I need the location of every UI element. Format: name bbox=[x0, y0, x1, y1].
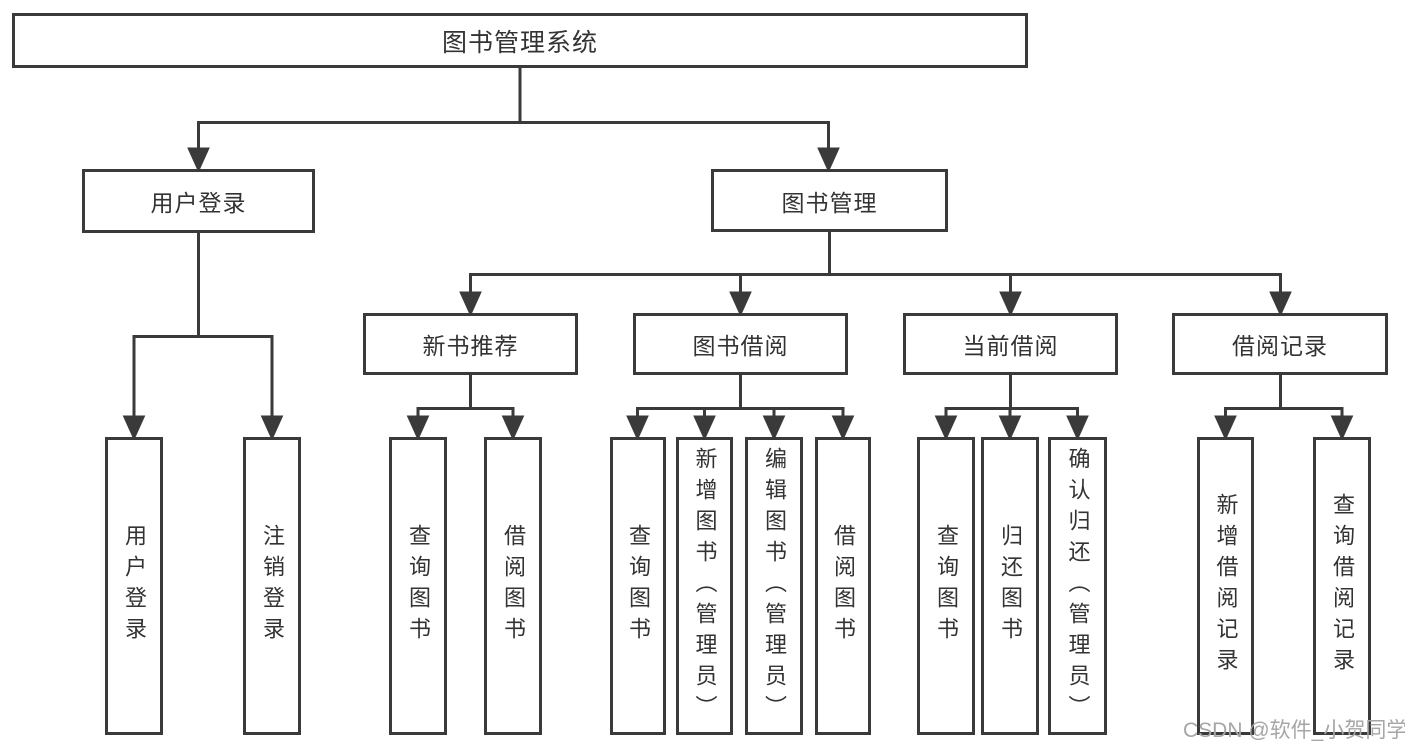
leaf-label: 借阅图书 bbox=[501, 524, 526, 648]
leaf-confirm-return-admin: 确认归还（管理员） bbox=[1048, 437, 1107, 735]
leaf-query-books: 查询图书 bbox=[917, 437, 975, 735]
leaf-label: 编辑图书（管理员） bbox=[762, 446, 787, 726]
leaf-label: 归还图书 bbox=[998, 524, 1023, 648]
connector-user-login-group bbox=[122, 233, 284, 441]
connector-book-borrow-group bbox=[626, 375, 855, 441]
connector-borrow-record-group bbox=[1214, 375, 1354, 441]
leaf-label: 新增图书（管理员） bbox=[692, 446, 718, 726]
node-borrowing-records: 借阅记录 bbox=[1172, 313, 1388, 375]
leaf-borrow-books: 借阅图书 bbox=[484, 437, 542, 735]
leaf-label: 用户登录 bbox=[122, 524, 147, 648]
node-user-login: 用户登录 bbox=[82, 169, 315, 233]
leaf-label: 确认归还（管理员） bbox=[1065, 446, 1091, 726]
leaf-add-borrow-record: 新增借阅记录 bbox=[1197, 437, 1254, 735]
leaf-logout: 注销登录 bbox=[243, 437, 301, 735]
connector-book-mgmt-to-level3 bbox=[459, 232, 1292, 317]
leaf-label: 查询借阅记录 bbox=[1330, 493, 1355, 679]
leaf-query-books: 查询图书 bbox=[389, 437, 447, 735]
leaf-label: 查询图书 bbox=[934, 524, 959, 648]
leaf-edit-books-admin: 编辑图书（管理员） bbox=[745, 437, 803, 735]
node-new-book-recommendation: 新书推荐 bbox=[363, 313, 578, 375]
node-current-borrowing: 当前借阅 bbox=[903, 313, 1118, 375]
leaf-label: 查询图书 bbox=[626, 524, 651, 648]
leaf-user-login: 用户登录 bbox=[105, 437, 163, 735]
connector-root-to-level2 bbox=[187, 68, 840, 173]
node-book-management: 图书管理 bbox=[711, 169, 948, 232]
leaf-label: 新增借阅记录 bbox=[1213, 493, 1239, 679]
leaf-label: 借阅图书 bbox=[831, 524, 856, 648]
leaf-query-borrow-record: 查询借阅记录 bbox=[1313, 437, 1371, 735]
node-book-borrowing: 图书借阅 bbox=[633, 313, 848, 375]
csdn-watermark: CSDN @软件_小贺同学 bbox=[1183, 719, 1405, 742]
leaf-label: 查询图书 bbox=[406, 524, 431, 648]
leaf-add-books-admin: 新增图书（管理员） bbox=[676, 437, 733, 735]
leaf-return-books: 归还图书 bbox=[981, 437, 1039, 735]
leaf-query-books: 查询图书 bbox=[610, 437, 666, 735]
node-library-management-system: 图书管理系统 bbox=[12, 13, 1028, 68]
connector-current-borrow-group bbox=[934, 375, 1089, 441]
leaf-label: 注销登录 bbox=[260, 524, 285, 648]
leaf-borrow-books: 借阅图书 bbox=[815, 437, 871, 735]
connector-new-book-rec-group bbox=[406, 375, 525, 441]
